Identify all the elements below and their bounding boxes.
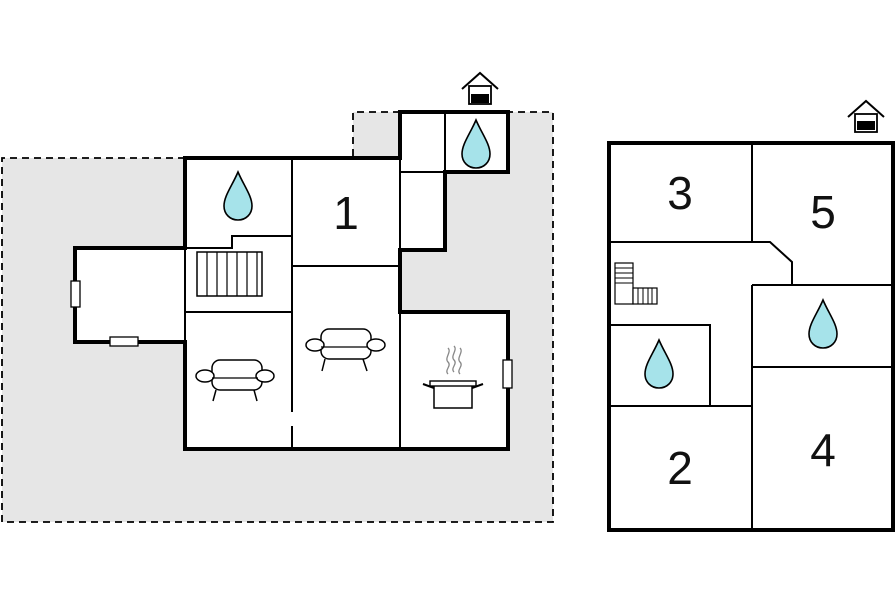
room-number: 5 [810,186,836,238]
cooking-pot-icon [422,345,484,409]
window-icon [70,280,81,308]
sofa-icon [305,328,386,372]
room-number: 3 [667,167,693,219]
entrance-icon [461,71,499,105]
room-number: 4 [810,424,836,476]
water-drop-icon [808,297,838,349]
interior-walls-floor-2 [609,143,893,530]
terrace-boundary [1,111,554,523]
stairs-icon [196,251,263,297]
room-number: 2 [667,442,693,494]
window-icon [502,359,513,389]
water-drop-icon [644,337,674,389]
room-number: 1 [333,187,359,239]
floor-1-plan: 1 [1,71,554,523]
floor-2-plan: 3 5 2 4 [607,99,895,532]
water-drop-icon [461,117,491,169]
window-icon [109,336,139,347]
entrance-icon [847,99,885,133]
terrace-area [2,112,553,522]
outer-wall-floor-2 [607,141,895,532]
terrace-area-top [353,112,400,158]
stairs-icon [614,262,658,305]
sofa-icon [195,359,275,402]
interior-walls-floor-1 [184,112,446,449]
water-drop-icon [223,169,253,221]
